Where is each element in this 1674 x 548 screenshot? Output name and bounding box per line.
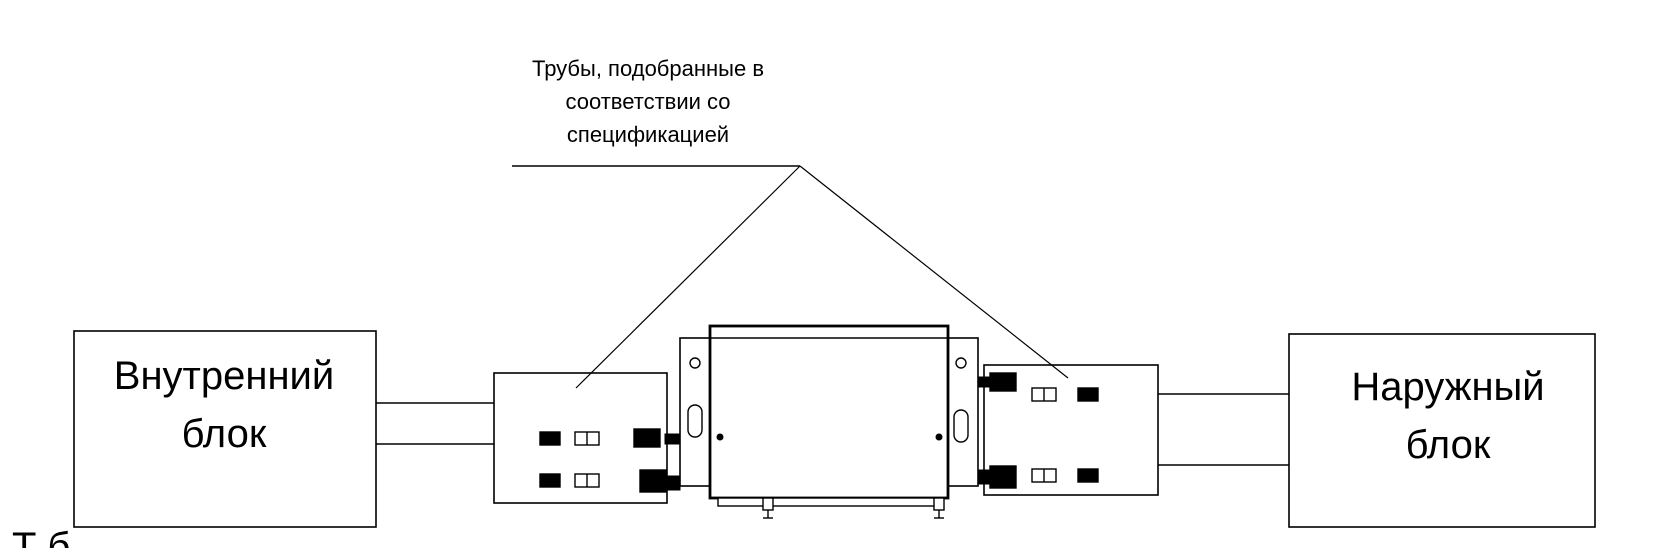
cropped-caption: Т б bbox=[12, 525, 71, 548]
outdoor-unit-line-2: блок bbox=[1405, 423, 1491, 467]
flare-nut-icon bbox=[639, 469, 667, 493]
indoor-unit-line-1: Внутренний bbox=[113, 354, 335, 398]
flare-nut-icon bbox=[1077, 387, 1099, 402]
indoor-unit-line-2: блок bbox=[181, 412, 267, 456]
right-pipe-box bbox=[983, 364, 1159, 496]
pipe-fittings bbox=[539, 372, 1099, 493]
indoor-unit-box bbox=[73, 330, 377, 528]
flare-nut-icon bbox=[1077, 468, 1099, 483]
callout-line-2: соответствии со bbox=[565, 89, 731, 114]
flare-nut-icon bbox=[989, 372, 1017, 392]
outdoor-unit-line-1: Наружный bbox=[1351, 365, 1545, 409]
branch-box bbox=[659, 324, 999, 519]
callout-line-1: Трубы, подобранные в bbox=[531, 56, 765, 81]
callout-line-3: спецификацией bbox=[566, 122, 730, 147]
callout-leader-right bbox=[799, 165, 1069, 379]
outdoor-unit-box bbox=[1288, 333, 1596, 528]
callout-label: Трубы, подобранные в соответствии со спе… bbox=[468, 52, 828, 151]
flare-nut-icon bbox=[539, 431, 561, 446]
flare-nut-icon bbox=[989, 465, 1017, 489]
indoor-unit-label: Внутренний блок bbox=[74, 347, 374, 463]
outdoor-unit-label: Наружный блок bbox=[1288, 358, 1608, 474]
flare-nut-icon bbox=[633, 428, 661, 448]
flare-nut-icon bbox=[539, 473, 561, 488]
callout-leader-left bbox=[575, 165, 801, 389]
